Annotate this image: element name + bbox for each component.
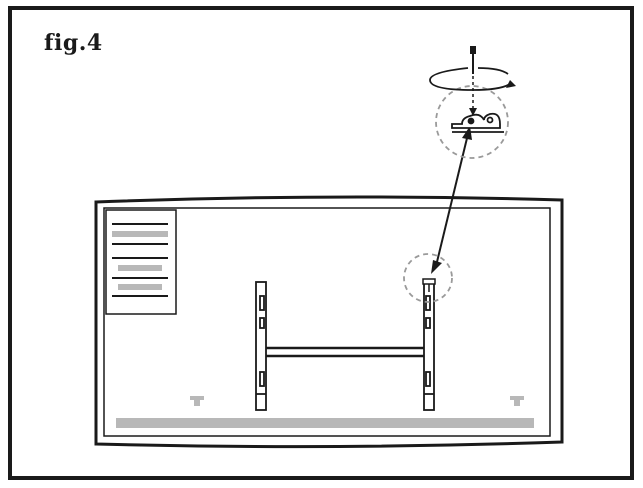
zoom-detail-circle (435, 85, 509, 159)
rotation-arrow-icon (429, 67, 516, 91)
tv-bottom-strip (116, 418, 534, 428)
outer-frame (8, 6, 634, 480)
right-foot-marker (510, 396, 524, 406)
figure-label: fig.4 (44, 30, 103, 56)
bracket-hook-icon (451, 112, 504, 133)
tv-outer-outline (94, 195, 564, 449)
screw-icon (469, 46, 477, 116)
bracket-screw (422, 278, 436, 292)
label-sticker (105, 209, 177, 315)
tv-inner-outline (103, 207, 551, 437)
left-mounting-bracket (255, 281, 267, 411)
cross-bar (266, 346, 424, 358)
left-foot-marker (190, 396, 204, 406)
bracket-detail-circle (403, 253, 453, 303)
